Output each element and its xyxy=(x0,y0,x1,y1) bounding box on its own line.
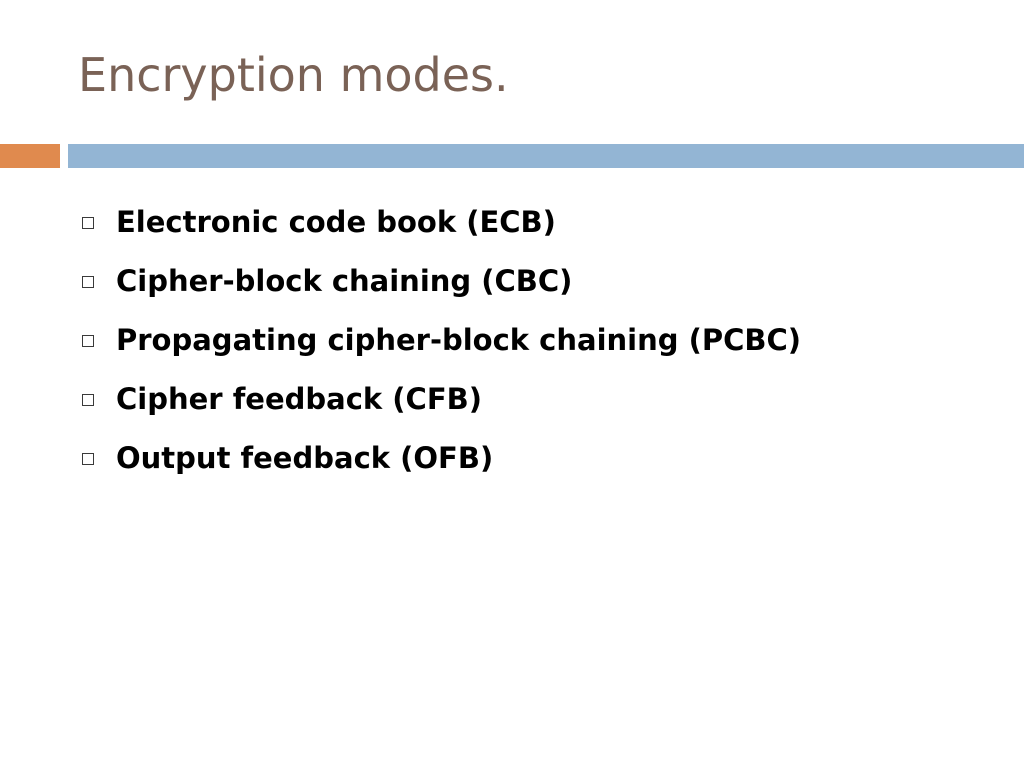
hollow-square-icon xyxy=(82,216,94,229)
bullet-item-cfb: Cipher feedback (CFB) xyxy=(82,369,801,428)
bullet-item-ofb: Output feedback (OFB) xyxy=(82,428,801,487)
hollow-square-icon xyxy=(82,275,94,288)
bullet-list: Electronic code book (ECB) Cipher-block … xyxy=(82,192,801,487)
hollow-square-icon xyxy=(82,334,94,347)
slide-title: Encryption modes. xyxy=(78,48,509,102)
bullet-item-ecb: Electronic code book (ECB) xyxy=(82,192,801,251)
hollow-square-icon xyxy=(82,393,94,406)
bullet-text: Cipher-block chaining (CBC) xyxy=(116,263,573,298)
title-divider-bar xyxy=(68,144,1024,168)
bullet-item-pcbc: Propagating cipher-block chaining (PCBC) xyxy=(82,310,801,369)
bullet-item-cbc: Cipher-block chaining (CBC) xyxy=(82,251,801,310)
title-accent-bar xyxy=(0,144,60,168)
hollow-square-icon xyxy=(82,452,94,465)
bullet-text: Cipher feedback (CFB) xyxy=(116,381,483,416)
bullet-text: Electronic code book (ECB) xyxy=(116,204,556,239)
bullet-text: Propagating cipher-block chaining (PCBC) xyxy=(116,322,802,357)
bullet-text: Output feedback (OFB) xyxy=(116,440,494,475)
